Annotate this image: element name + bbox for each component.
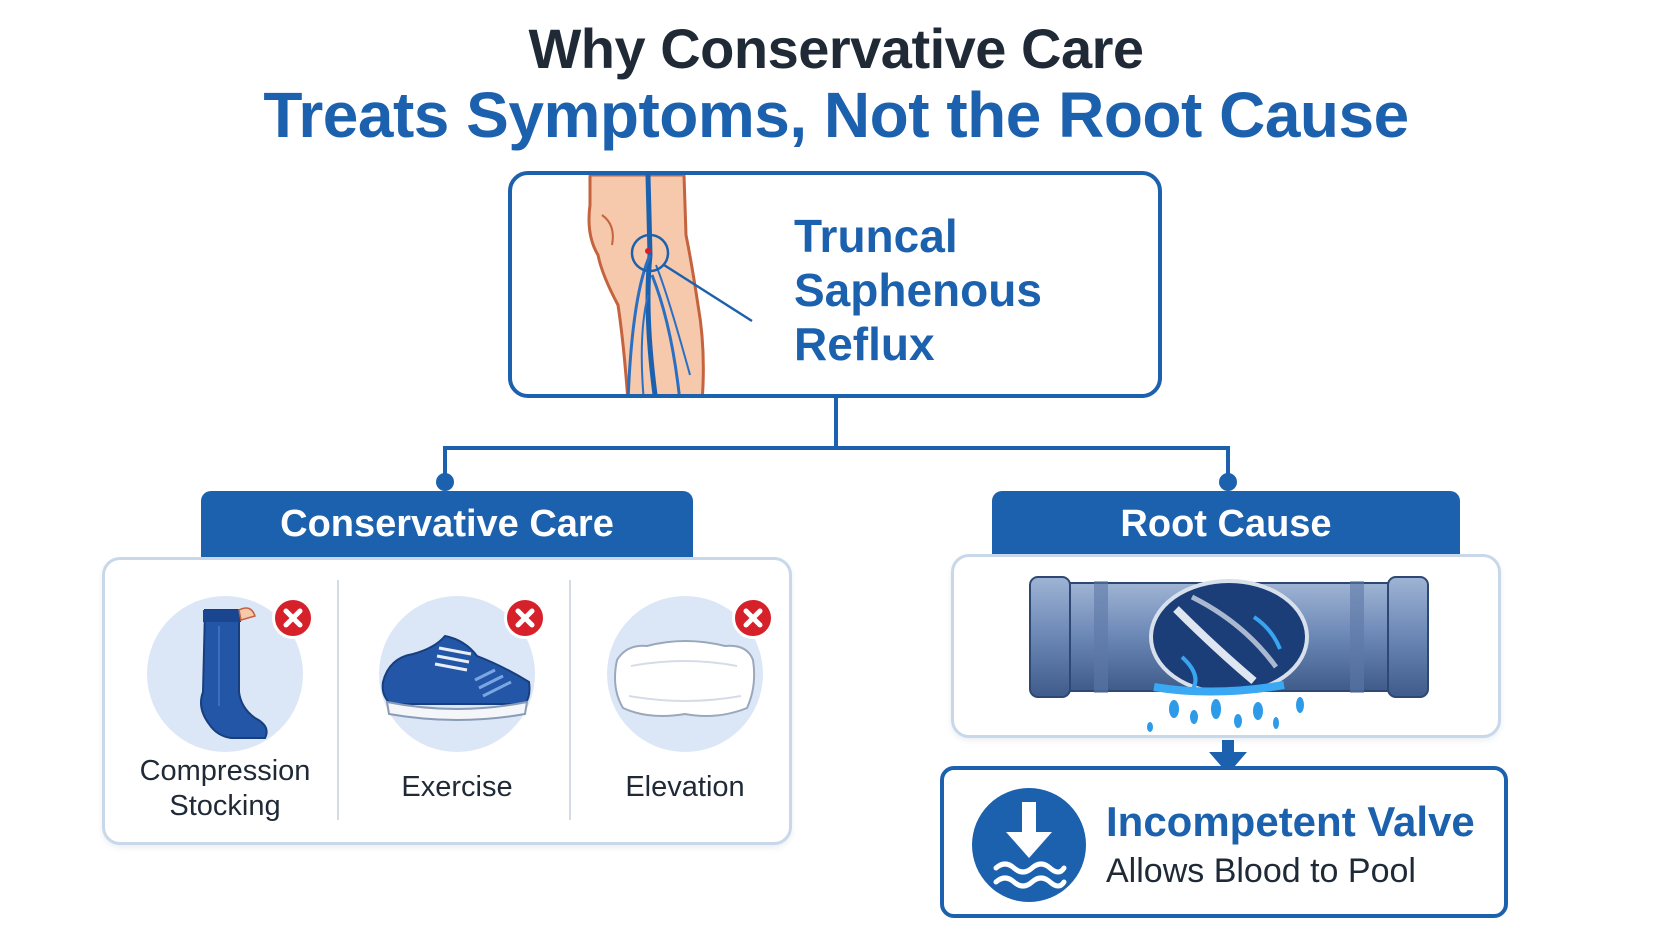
down-arrow-icon (1209, 740, 1247, 774)
condition-label: Truncal Saphenous Reflux (794, 209, 1042, 371)
conservative-care-header: Conservative Care (201, 491, 693, 557)
root-cause-header: Root Cause (992, 491, 1460, 557)
divider (337, 580, 339, 820)
down-arrow-water-icon (993, 802, 1067, 889)
elevation-label: Elevation (625, 771, 745, 803)
title-line-2: Treats Symptoms, Not the Root Cause (263, 79, 1409, 151)
condition-box: Truncal Saphenous Reflux (508, 171, 1162, 398)
compression-label-line-2: Stocking (169, 790, 281, 822)
condition-line-3: Reflux (794, 318, 935, 370)
valve-title: Incompetent Valve (1106, 798, 1475, 845)
sneaker-icon (381, 634, 531, 721)
divider (569, 580, 571, 820)
valve-subtitle: Allows Blood to Pool (1106, 852, 1416, 890)
exercise-item: Exercise (341, 560, 573, 842)
exercise-label: Exercise (401, 771, 513, 803)
leg-vein-icon (587, 175, 753, 394)
leaking-pipe-icon (1029, 576, 1429, 732)
pillow-icon (614, 640, 756, 717)
red-x-icon (743, 608, 763, 628)
condition-line-2: Saphenous (794, 264, 1042, 316)
red-x-icon (515, 608, 535, 628)
compression-stocking-icon (200, 607, 268, 739)
elevation-item: Elevation (569, 560, 801, 842)
compression-stocking-item: Compression Stocking (109, 560, 341, 842)
incompetent-valve-box: Incompetent Valve Allows Blood to Pool (940, 766, 1508, 918)
root-cause-panel (951, 554, 1501, 738)
conservative-care-panel: Compression Stocking Exercise (102, 557, 792, 845)
title-line-1: Why Conservative Care (528, 17, 1144, 80)
compression-label-line-1: Compression (139, 755, 311, 787)
condition-line-1: Truncal (794, 210, 958, 262)
red-x-icon (283, 608, 303, 628)
compression-stocking-label: Compression Stocking (109, 754, 341, 824)
